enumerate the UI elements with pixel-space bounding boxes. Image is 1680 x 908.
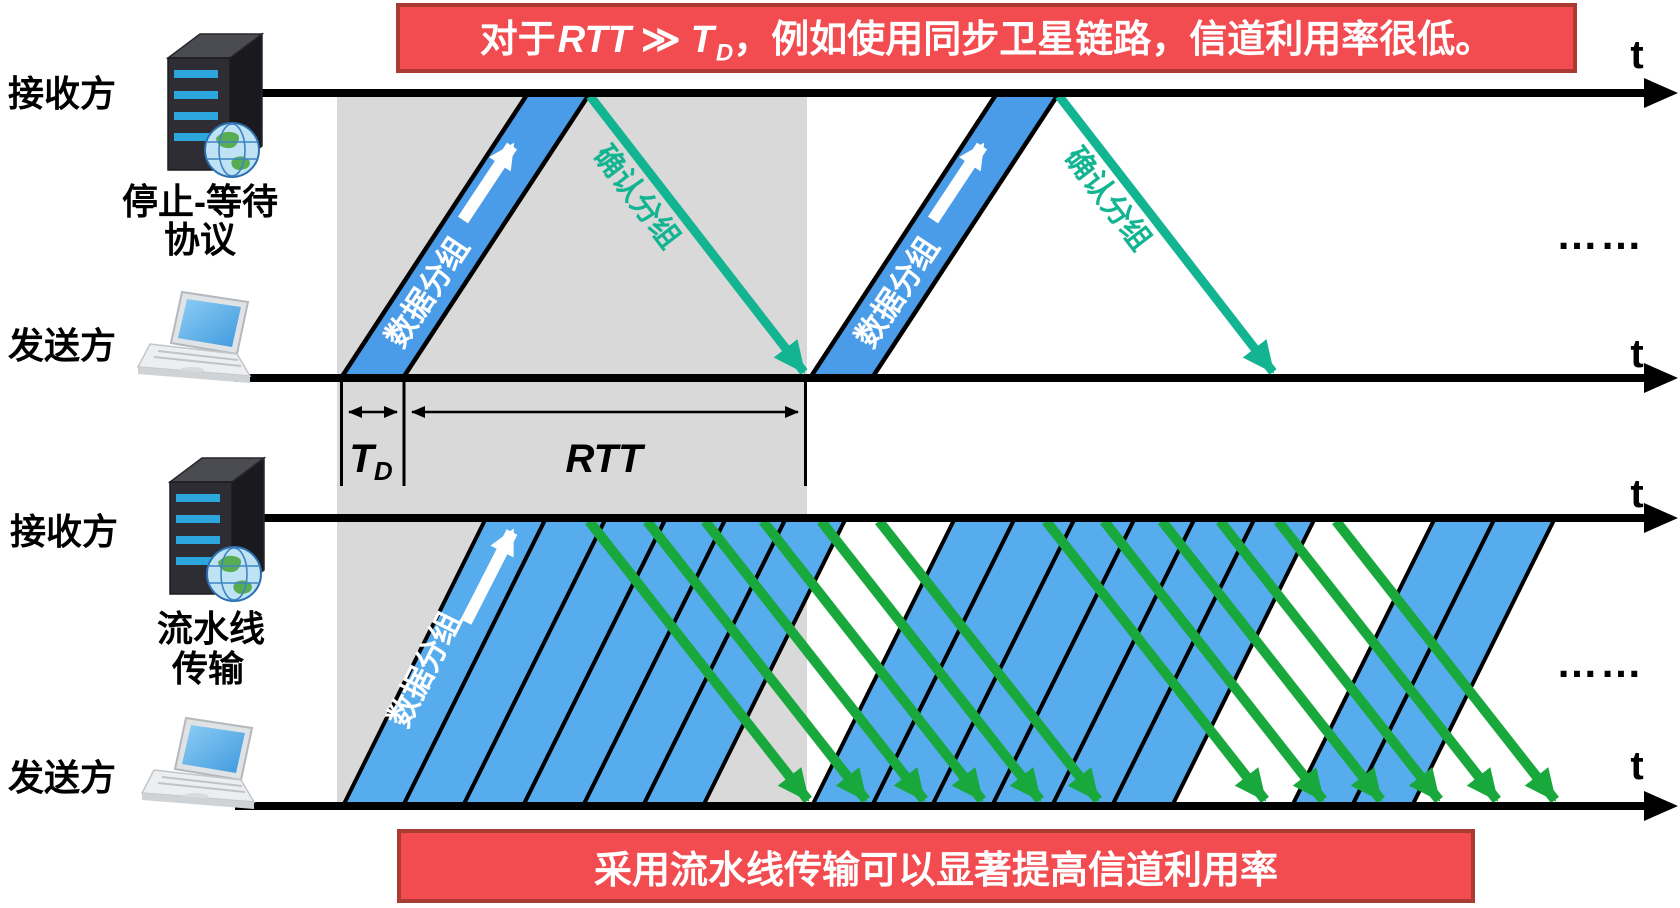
laptop-icon <box>137 291 251 384</box>
timeline-arrowhead-icon <box>1644 503 1678 533</box>
server-icon <box>169 457 265 602</box>
ack-arrow <box>1274 517 1501 804</box>
timelines <box>235 78 1678 821</box>
timeline-arrowhead-icon <box>1644 78 1678 108</box>
ack-arrow <box>1332 517 1559 804</box>
time-axis-label: t <box>1630 472 1643 516</box>
ack-arrow <box>643 517 870 804</box>
server-icon <box>167 33 263 178</box>
receiver-label-stopwait: 接收方 <box>8 73 116 114</box>
bottom-banner-text: 采用流水线传输可以显著提高信道利用率 <box>593 849 1278 892</box>
timeline-arrowhead-icon <box>1644 791 1678 821</box>
pipeline-protocol-label-line2: 传输 <box>171 648 245 689</box>
pipeline-protocol-label-line1: 流水线 <box>157 608 265 649</box>
td-label: TD <box>349 437 392 486</box>
ack-arrow <box>701 517 928 804</box>
data-direction-arrow-icon <box>460 528 518 625</box>
sender-label-pipeline: 发送方 <box>8 757 116 798</box>
bottom-banner: 采用流水线传输可以显著提高信道利用率 <box>397 829 1475 903</box>
ack-arrow <box>817 517 1044 804</box>
stopwait-protocol-label-line1: 停止-等待 <box>122 181 278 222</box>
sender-label-stopwait: 发送方 <box>8 325 116 366</box>
top-banner: 对于RTT≫TD，例如使用同步卫星链路，信道利用率很低。 <box>396 3 1577 73</box>
ack-arrow <box>759 517 986 804</box>
ack-arrow <box>1216 517 1443 804</box>
time-axis-label: t <box>1630 744 1643 788</box>
time-axis-label: t <box>1630 33 1643 77</box>
ack-arrow <box>875 517 1102 804</box>
receiver-label-pipeline: 接收方 <box>10 511 118 552</box>
laptop-icon <box>141 717 255 810</box>
continuation-dots: …… <box>1556 211 1644 258</box>
time-axis-label: t <box>1630 332 1643 376</box>
top-banner-text: 对于RTT≫TD，例如使用同步卫星链路，信道利用率很低。 <box>479 19 1494 67</box>
stopwait-protocol-label-line2: 协议 <box>164 219 237 260</box>
data-direction-arrow-icon <box>457 142 518 224</box>
continuation-dots: …… <box>1556 639 1644 686</box>
rtt-label: RTT <box>565 437 646 481</box>
data-direction-arrow-icon <box>927 142 988 224</box>
ack-arrow <box>1055 93 1277 375</box>
ack-arrow <box>1042 517 1269 804</box>
timeline-arrowhead-icon <box>1644 363 1678 393</box>
dimension-annotations <box>340 382 807 486</box>
pipeline-packets-layer <box>339 516 1559 808</box>
ack-arrow <box>1100 517 1327 804</box>
data-packet-band <box>805 90 1064 381</box>
ack-arrow <box>585 517 812 804</box>
ack-arrow <box>1158 517 1385 804</box>
ack-arrow <box>586 93 808 375</box>
